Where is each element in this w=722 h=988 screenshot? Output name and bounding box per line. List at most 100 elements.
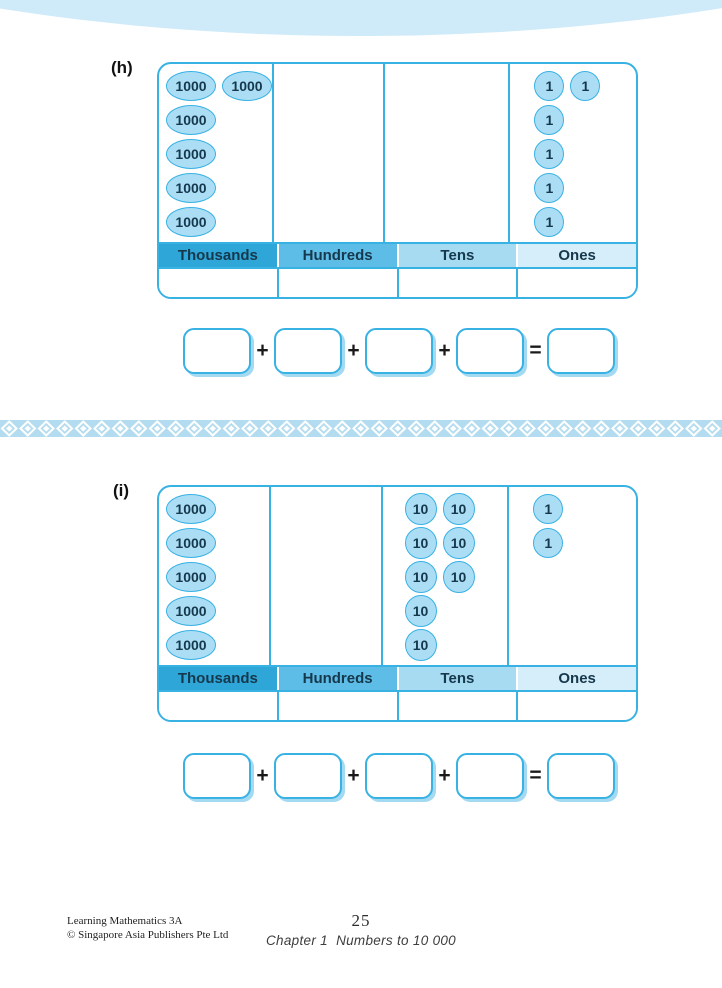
expanded-form-equation-h: + + + = (183, 328, 615, 374)
place-token-10: 10 (442, 527, 475, 559)
diamond-divider (0, 420, 722, 437)
place-value-header-row: Thousands Hundreds Tens Ones (159, 242, 636, 269)
answer-box[interactable] (456, 753, 524, 799)
place-token-10: 10 (404, 493, 437, 525)
place-token-1000: 1000 (166, 494, 216, 524)
answer-box[interactable] (274, 328, 342, 374)
page-number: 25 (351, 911, 371, 930)
answer-box[interactable] (183, 753, 251, 799)
digit-answer-row (159, 692, 636, 720)
answer-box[interactable] (183, 328, 251, 374)
token-row: 1 (534, 103, 636, 137)
place-token-1000: 1000 (166, 139, 216, 169)
header-tens: Tens (398, 667, 519, 690)
token-row: 1 (533, 526, 636, 560)
place-value-header-row: Thousands Hundreds Tens Ones (159, 665, 636, 692)
hundreds-answer-cell[interactable] (279, 692, 399, 720)
answer-box[interactable] (274, 753, 342, 799)
place-token-1: 1 (533, 528, 564, 558)
ones-answer-cell[interactable] (518, 269, 636, 297)
place-token-1: 1 (534, 207, 565, 237)
place-token-10: 10 (404, 527, 437, 559)
token-row: 1000 (166, 560, 269, 594)
tens-answer-cell[interactable] (399, 692, 519, 720)
publisher-block: Learning Mathematics 3A © Singapore Asia… (67, 915, 228, 943)
place-token-10: 10 (404, 629, 437, 661)
place-token-1000: 1000 (166, 596, 216, 626)
digit-answer-row (159, 269, 636, 297)
token-row: 1 (534, 137, 636, 171)
place-token-1: 1 (534, 71, 565, 101)
answer-box[interactable] (547, 328, 615, 374)
plus-sign: + (438, 764, 451, 787)
tens-answer-cell[interactable] (399, 269, 519, 297)
chapter-title: Chapter 1 Numbers to 10 000 (265, 933, 456, 948)
hundreds-tokens-column (271, 487, 383, 665)
token-row: 1000 (166, 628, 269, 662)
header-thousands: Thousands (159, 667, 279, 690)
plus-sign: + (347, 339, 360, 362)
token-row: 1000 (166, 103, 272, 137)
token-row: 1 (534, 205, 636, 239)
plus-sign: + (256, 339, 269, 362)
token-row: 1000 (166, 492, 269, 526)
token-row: 1 (533, 492, 636, 526)
token-row: 10 (404, 594, 508, 628)
plus-sign: + (438, 339, 451, 362)
plus-sign: + (347, 764, 360, 787)
place-token-1000: 1000 (166, 71, 216, 101)
answer-box[interactable] (365, 328, 433, 374)
place-token-1000: 1000 (166, 207, 216, 237)
place-token-1: 1 (534, 139, 565, 169)
place-token-1000: 1000 (166, 630, 216, 660)
header-thousands: Thousands (159, 244, 279, 267)
header-tens: Tens (398, 244, 519, 267)
footer-center-block: 25 Chapter 1 Numbers to 10 000 (0, 911, 722, 948)
hundreds-tokens-column (274, 64, 385, 242)
diamond-pattern-svg (0, 420, 722, 437)
place-token-1000: 1000 (166, 105, 216, 135)
token-row: 1000 (166, 171, 272, 205)
header-hundreds: Hundreds (278, 244, 399, 267)
answer-box[interactable] (547, 753, 615, 799)
place-token-10: 10 (404, 595, 437, 627)
place-token-10: 10 (442, 493, 475, 525)
top-curve-decoration (0, 0, 722, 36)
ones-answer-cell[interactable] (518, 692, 636, 720)
book-title: Learning Mathematics 3A (67, 915, 183, 927)
thousands-answer-cell[interactable] (159, 269, 279, 297)
token-row: 10 (404, 628, 508, 662)
token-row: 1000 (166, 526, 269, 560)
place-token-1: 1 (570, 71, 601, 101)
tens-tokens-column (385, 64, 511, 242)
thousands-answer-cell[interactable] (159, 692, 279, 720)
expanded-form-equation-i: +++= (183, 753, 615, 799)
place-token-1000: 1000 (166, 562, 216, 592)
header-ones: Ones (518, 667, 636, 690)
place-token-1: 1 (533, 494, 564, 524)
plus-sign: + (256, 764, 269, 787)
header-hundreds: Hundreds (278, 667, 399, 690)
place-token-1: 1 (534, 105, 565, 135)
exercise-i-label: (i) (113, 481, 130, 500)
answer-box[interactable] (456, 328, 524, 374)
equals-sign: = (529, 339, 542, 362)
hundreds-answer-cell[interactable] (279, 269, 399, 297)
answer-box[interactable] (365, 753, 433, 799)
token-row: 1000 (166, 205, 272, 239)
token-row: 1 (534, 171, 636, 205)
